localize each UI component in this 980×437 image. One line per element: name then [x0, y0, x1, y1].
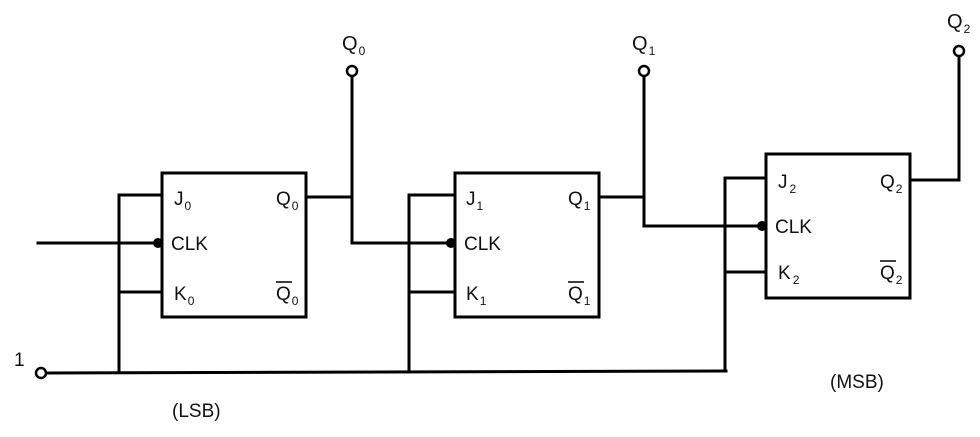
ff1-q-label: Q1 [568, 189, 591, 213]
logic-one-wire [43, 369, 728, 375]
q2-output-label: Q2 [947, 11, 971, 36]
msb-label: (MSB) [830, 372, 884, 393]
jk-tie-wire-2 [723, 176, 768, 372]
q2-output-wire [908, 55, 961, 182]
ff2-q-label: Q2 [880, 172, 903, 196]
ff0-q-label: Q0 [276, 189, 299, 213]
q0-output-label: Q0 [342, 33, 366, 58]
ff1-qbar-label: Q1 [568, 284, 591, 308]
ff1-j-label: J1 [466, 189, 484, 213]
q1-output-label: Q1 [632, 33, 656, 58]
input-terminal [34, 366, 48, 380]
jk-tie-wire-0 [117, 193, 164, 374]
ff0-qbar-label: Q0 [276, 284, 299, 308]
q2-terminal [952, 44, 966, 58]
clock-bubble-0 [153, 238, 163, 248]
ff2-clk-label: CLK [775, 217, 812, 238]
ff1-k-label: K1 [466, 284, 487, 308]
ff2-qbar-label: Q2 [880, 263, 903, 287]
ff1-clk-label: CLK [464, 234, 501, 255]
q0-terminal [345, 64, 359, 78]
clock-bubble-1 [446, 238, 456, 248]
clock-bubble-2 [757, 221, 767, 231]
lsb-label: (LSB) [172, 401, 221, 422]
jk-tie-wire-1 [407, 193, 457, 374]
ff0-clk-label: CLK [171, 234, 208, 255]
ff0-j-label: J0 [174, 189, 192, 213]
ff0-k-label: K0 [174, 284, 195, 308]
q1-terminal [637, 64, 651, 78]
input-one-label: 1 [14, 350, 25, 371]
